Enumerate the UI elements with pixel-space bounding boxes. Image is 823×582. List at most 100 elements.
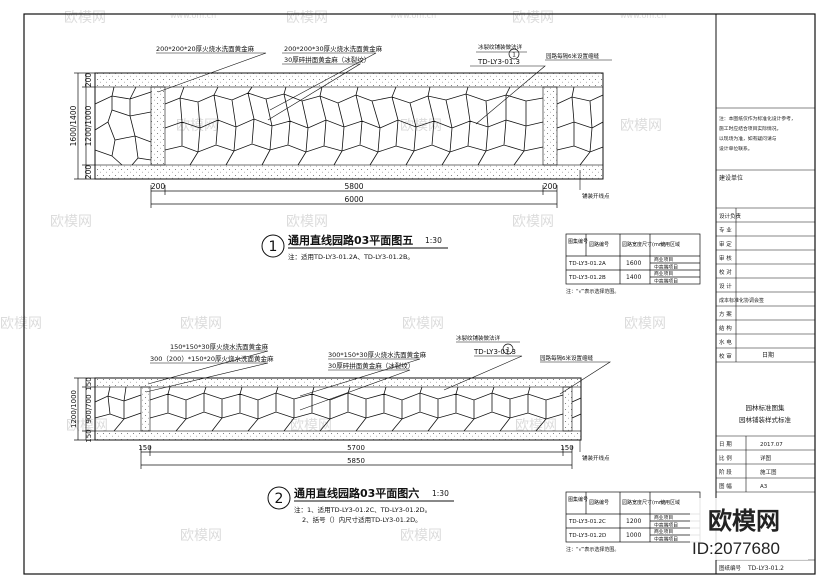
watermark-brand: 欧模网 [620,118,662,134]
table-cell-code: TD-LY3-01.2A [568,261,606,267]
leaders [156,51,612,190]
watermark-brand: 欧模网 [286,10,328,26]
label-random-paving: 30厚碎拼面黄金麻（冰裂纹） [328,361,414,370]
tb-sign-row: 审 核 [719,254,732,262]
table-cell-area: 商业项目 [654,528,673,535]
ice-crack-paving [94,86,604,166]
tb-drawing-name: 园林铺装样式标准 [739,415,792,424]
label-edge-stone-2: 300（200）*150*20厚火烧水洗面黄金麻 [150,354,274,363]
tb-sign-row: 审 定 [719,240,732,248]
plan-five: 200 1200/1000 200 1600/1400 200 5800 200… [69,43,701,295]
watermark-brand: 欧模网 [286,214,328,230]
watermark-brand: 欧模网 [290,418,332,434]
plan-title: 通用直线园路03平面图六 [294,486,419,500]
table-cell-area: 商业项目 [654,256,673,263]
watermark-brand: 欧模网 [400,118,442,134]
watermark-site: www.om.cn [170,11,216,20]
watermark-brand: 欧模网 [50,214,92,230]
dim-bottom-b: 5800 [344,182,363,191]
dim-left-mid: 900/700 [85,394,93,423]
plan-six: 150 900/700 150 1200/1000 150 5700 150 5… [70,334,701,553]
detail-ref-bubble [508,48,520,60]
tb-note-line: 以现场为准，如有疑问请与 [719,135,777,142]
table-header: 园路宽度尺寸(mm) [622,241,666,248]
label-ice-pattern: 冰裂纹铺装做法详 [456,334,501,342]
dim-bottom-b: 5700 [347,444,365,452]
tb-note-line: 设计单位联系。 [719,145,753,152]
dim-bottom-a: 200 [151,182,166,191]
watermark-site: www.om.cn [390,11,436,20]
plan-note: 2、括号（）内尺寸适用TD-LY3-01.2D。 [302,515,422,524]
ice-crack-paving [94,386,582,432]
detail-ref-number: 1 [506,347,510,354]
tb-info-key: 图 幅 [719,482,732,490]
dim-left-top: 200 [84,73,93,88]
dimension-bottom [150,185,558,208]
table-header: 图集编号 [568,238,588,245]
label-ref-code: TD-LY3-01.3 [477,58,520,66]
dim-bottom-total: 6000 [344,195,363,204]
tb-info-key: 日 期 [719,441,732,448]
cross-band [542,86,558,166]
dim-bottom-c: 200 [543,182,558,191]
plan-index-bubble [267,486,291,510]
dim-left-mid: 1200/1000 [84,105,93,146]
tb-sign-row: 校 对 [719,268,732,276]
tb-drawing-no-label: 图纸编号 [719,564,742,572]
label-paving: 200*200*30厚火烧水洗面黄金麻 [284,44,383,53]
table-cell-area: 商业项目 [654,270,673,277]
watermark-brand: 欧模网 [0,316,42,332]
plan-scale: 1:30 [432,489,449,498]
watermark-brand: 欧模网 [180,528,222,544]
tb-sign-row: 方 案 [719,310,732,318]
sheet-border [23,13,816,575]
dimension-bottom [140,446,573,469]
tb-info-value: 详图 [760,454,772,462]
table-header: 园路编号 [589,499,609,506]
label-edge-stone: 150*150*30厚火烧水洗面黄金麻 [170,342,269,351]
table-header: 图集编号 [568,496,588,503]
dim-left-bottom: 200 [84,165,93,180]
dim-left-bottom: 150 [85,429,93,442]
dimension-left [74,377,95,441]
table-cell-code: TD-LY3-01.2C [568,519,606,525]
table-note: 注：“√”表示选择范围。 [566,546,619,553]
table-cell-width: 1000 [626,532,641,539]
tb-sign-row: 专 业 [719,226,732,234]
label-ref-code: TD-LY3-01.3 [473,348,516,356]
table-header: 使用区域 [660,241,680,248]
detail-ref-number: 1 [512,52,516,59]
tb-sign-row: 结 构 [719,324,732,332]
site-badge: 欧模网 ID:2077680 [690,498,808,560]
label-start-point: 铺装开线点 [582,454,610,462]
table-cell-code: TD-LY3-01.2B [568,275,606,281]
edge-band-top [94,72,604,88]
detail-ref-bubble [502,343,514,355]
plan-index-number: 1 [269,239,278,255]
label-paving: 300*150*30厚火烧水洗面黄金麻 [328,350,427,359]
edge-band-top [94,377,582,388]
tb-info-key: 阶 段 [719,468,732,476]
tb-drawing-no: TD-LY3-01.2 [747,565,784,572]
plan-title: 通用直线园路03平面图五 [288,233,413,247]
leaders [145,341,612,452]
label-start-point: 铺装开线点 [582,192,610,200]
watermark-brand: 欧模网 [512,214,554,230]
label-joint: 园路每隔6米设置缩缝 [540,354,593,362]
tb-series-name: 园林标准图集 [746,403,786,412]
tb-info-value: 2017.07 [760,442,783,448]
badge-brand: 欧模网 [708,507,780,535]
badge-id: ID:2077680 [692,539,780,558]
watermark-brand: 欧模网 [624,316,666,332]
watermark-brand: 欧模网 [176,118,218,134]
table-cell-area: 中高端项目 [654,264,678,271]
watermark-brand: 欧模网 [515,418,557,434]
plan-note: 注：适用TD-LY3-01.2A、TD-LY3-01.2B。 [288,252,414,261]
plan-note: 注：1、适用TD-LY3-01.2C、TD-LY3-01.2D。 [294,505,431,514]
tb-project-label: 建设单位 [719,174,743,182]
table-cell-area: 中高端项目 [654,278,678,285]
spec-table-five [565,233,701,285]
watermark-brand: 欧模网 [180,316,222,332]
table-cell-area: 商业项目 [654,514,673,521]
watermark-site: www.om.cn [620,11,666,20]
